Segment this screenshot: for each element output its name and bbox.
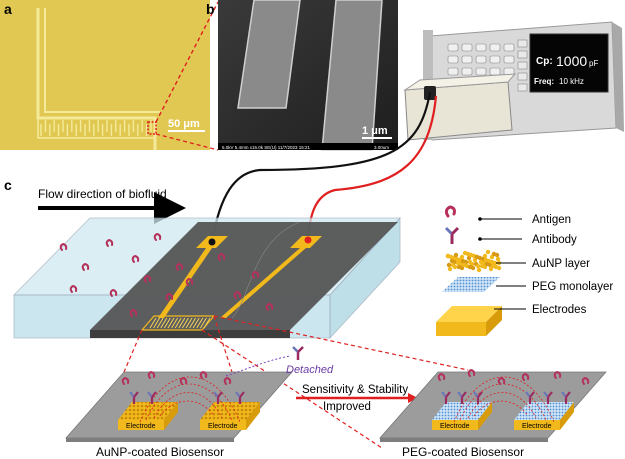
channel-antigens: [59, 232, 274, 317]
legend-aunp: AuNP layer: [532, 258, 590, 270]
lcr-meter: Cp: 1000 pF Freq: 10 kHz: [403, 21, 624, 141]
cp-unit: pF: [589, 59, 598, 68]
meter-buttons: [447, 39, 528, 92]
ide-fingers: [149, 317, 211, 329]
peg-biosensor: Electrode Electrode: [379, 368, 607, 442]
panel-a-micrograph: a 50 μm: [0, 0, 210, 150]
microfluidic-channel: [13, 216, 401, 340]
contact-red: [304, 236, 312, 244]
connector-right-2: [201, 329, 383, 449]
connector-right-1: [213, 315, 469, 371]
legend-antigen: Antigen: [532, 214, 571, 226]
legend-peg: PEG monolayer: [532, 281, 613, 293]
detached-label: Detached: [286, 364, 334, 376]
detach-path: [225, 355, 291, 377]
sem-electrode-left: [237, 0, 301, 109]
antibodies-aunp: [121, 370, 245, 404]
peg-caption: PEG-coated Biosensor: [402, 445, 524, 459]
interdigitated-fingers: [40, 120, 152, 136]
electrode-label-right-b: Electrode: [522, 423, 552, 430]
sensor-chip: [90, 222, 398, 330]
flow-direction-text: Flow direction of biofluid: [38, 187, 167, 201]
cp-label: Cp:: [536, 56, 553, 67]
legend-electrodes: Electrodes: [532, 304, 587, 316]
panel-b-sem: 5.0kV 5.4mm x15.0k SE(U) 11/7/2023 15:21…: [206, 0, 398, 151]
legend-antibody: Antibody: [532, 234, 577, 246]
freq-value: 10 kHz: [559, 77, 584, 86]
improvement-text-1: Sensitivity & Stability: [302, 384, 408, 396]
electrode-label-left-a: Electrode: [126, 423, 156, 430]
improvement-text-2: Improved: [323, 401, 371, 413]
cable-red: [306, 95, 438, 239]
detached-antibody-icon: [292, 346, 304, 360]
scale-bar-b-label: 1 μm: [362, 125, 388, 137]
zoom-line-bottom: [155, 133, 219, 151]
zoom-box: [147, 121, 157, 135]
zoom-line-top: [155, 1, 219, 123]
legend: Antigen Antibody AuNP layer PEG monolaye…: [436, 205, 613, 336]
electrode-label-right-a: Electrode: [440, 423, 470, 430]
legend-aunp-icon: [445, 249, 502, 273]
legend-antibody-icon: [444, 226, 460, 244]
meter-screen: [529, 33, 609, 93]
sem-scale: 3.00um: [374, 145, 389, 150]
sem-info: 5.0kV 5.4mm x15.0k SE(U) 11/7/2023 15:21: [222, 145, 310, 150]
cp-value: 1000: [556, 53, 587, 69]
antibodies-peg: [437, 368, 590, 404]
cable-black: [210, 91, 432, 243]
freq-label: Freq:: [534, 77, 554, 86]
aunp-biosensor: Electrode Electrode Detached: [65, 346, 334, 442]
connector-left-1: [123, 329, 143, 373]
scale-bar-a-label: 50 μm: [168, 118, 200, 130]
legend-electrode-icon: [436, 306, 502, 336]
panel-b-label: b: [206, 1, 215, 17]
contact-black: [208, 238, 216, 246]
panel-a-label: a: [4, 1, 12, 17]
panel-c-label: c: [4, 177, 12, 193]
connector-left-2: [213, 315, 233, 373]
aunp-caption: AuNP-coated Biosensor: [96, 445, 224, 459]
legend-peg-icon: [442, 277, 500, 292]
electrode-label-left-b: Electrode: [208, 423, 238, 430]
legend-antigen-icon: [444, 205, 456, 218]
test-fixture: [404, 81, 513, 141]
